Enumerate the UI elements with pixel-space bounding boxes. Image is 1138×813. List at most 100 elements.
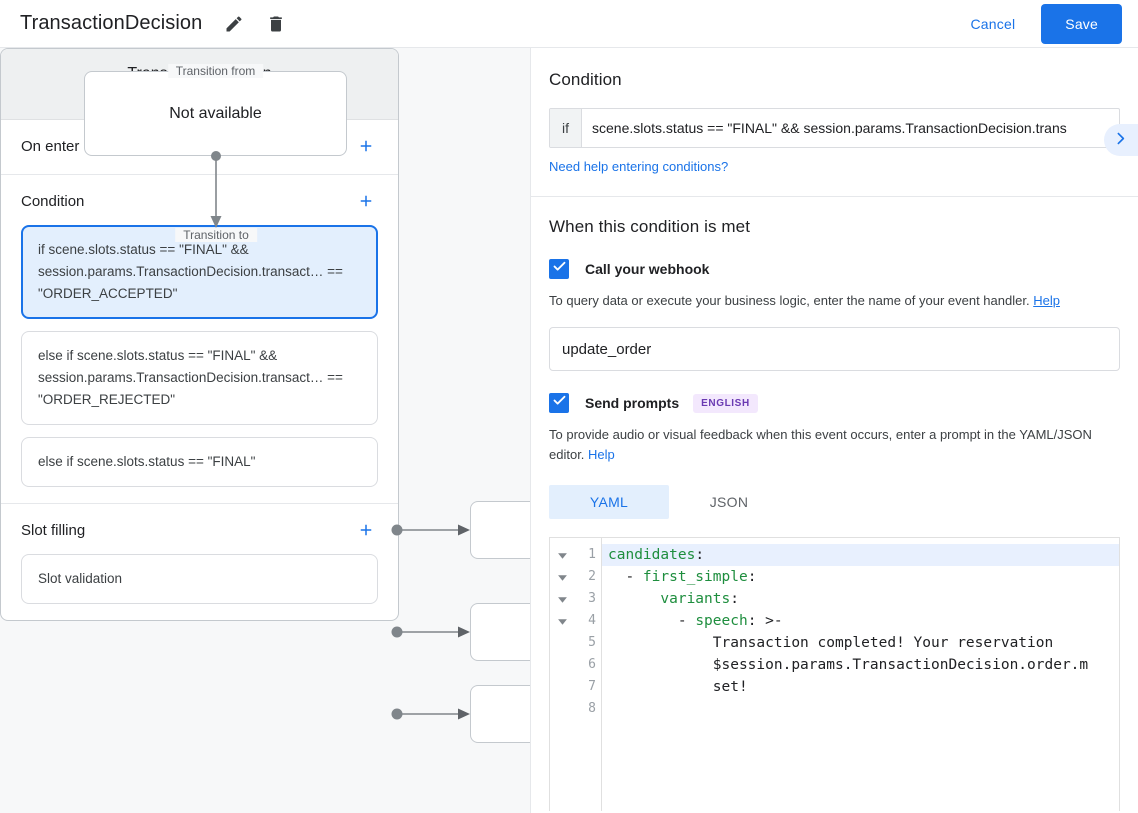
page-title: TransactionDecision bbox=[20, 12, 203, 34]
line-number: 6 bbox=[588, 657, 596, 672]
transition-from-legend: Transition from bbox=[167, 64, 264, 78]
code-token: : >- bbox=[747, 613, 783, 629]
webhook-description: To query data or execute your business l… bbox=[549, 291, 1115, 311]
tab-json[interactable]: JSON bbox=[709, 494, 749, 510]
line-number: 8 bbox=[588, 701, 596, 716]
fold-spacer bbox=[550, 698, 574, 720]
branch-target-0[interactable] bbox=[470, 501, 530, 559]
add-slot-filling-button[interactable] bbox=[354, 518, 378, 542]
panel-when-met-section: When this condition is met Call your web… bbox=[531, 197, 1138, 813]
prompts-description: To provide audio or visual feedback when… bbox=[549, 425, 1115, 465]
slot-validation-item[interactable]: Slot validation bbox=[21, 554, 378, 604]
panel-collapse-button[interactable] bbox=[1104, 124, 1138, 156]
edit-button[interactable] bbox=[218, 8, 250, 40]
editor-code-area[interactable]: candidates: - first_simple: variants: - … bbox=[602, 538, 1119, 811]
line-number: 7 bbox=[588, 679, 596, 694]
code-token: : bbox=[695, 547, 705, 563]
code-token: variants bbox=[660, 591, 731, 607]
line-number: 2 bbox=[588, 569, 596, 584]
code-line[interactable]: variants: bbox=[602, 588, 1119, 610]
section-condition: Condition if scene.slots.status == "FINA… bbox=[1, 175, 398, 504]
prompts-label: Send prompts bbox=[585, 395, 680, 411]
branch-target-2[interactable] bbox=[470, 685, 530, 743]
fold-toggle-icon[interactable] bbox=[550, 610, 574, 632]
code-line[interactable]: - first_simple: bbox=[602, 566, 1119, 588]
add-on-enter-button[interactable] bbox=[354, 134, 378, 158]
check-icon bbox=[552, 393, 567, 413]
section-title-on-enter: On enter bbox=[21, 137, 80, 155]
editor-format-tabs: YAML JSON bbox=[549, 485, 1120, 519]
transition-from-title: Not available bbox=[169, 104, 262, 122]
condition-input[interactable] bbox=[582, 109, 1119, 147]
main-body: Transition from Not available Transition… bbox=[0, 48, 1138, 813]
webhook-description-text: To query data or execute your business l… bbox=[549, 293, 1030, 308]
section-title-condition: Condition bbox=[21, 192, 85, 210]
save-button[interactable]: Save bbox=[1041, 3, 1122, 44]
webhook-handler-field[interactable] bbox=[549, 327, 1120, 371]
scene-canvas[interactable]: Transition from Not available Transition… bbox=[0, 48, 531, 813]
condition-item-2[interactable]: else if scene.slots.status == "FINAL" bbox=[21, 437, 378, 487]
section-slot-filling: Slot filling Slot validation bbox=[1, 504, 398, 620]
condition-item-0[interactable]: if scene.slots.status == "FINAL" && sess… bbox=[21, 225, 378, 319]
code-token: speech bbox=[695, 613, 748, 629]
code-token: Transaction completed! Your reservation bbox=[608, 635, 1054, 651]
condition-if-label: if bbox=[550, 109, 582, 147]
code-line[interactable]: - speech: >- bbox=[602, 610, 1119, 632]
top-bar: TransactionDecision Cancel Save bbox=[0, 0, 1138, 48]
webhook-help-link[interactable]: Help bbox=[1033, 293, 1060, 308]
line-number: 4 bbox=[588, 613, 596, 628]
code-line[interactable]: $session.params.TransactionDecision.orde… bbox=[602, 654, 1119, 676]
plus-icon bbox=[357, 137, 375, 155]
prompts-description-text: To provide audio or visual feedback when… bbox=[549, 427, 1092, 462]
panel-condition-header: Condition bbox=[549, 70, 1120, 90]
fold-toggle-icon[interactable] bbox=[550, 566, 574, 588]
details-panel: Condition if Need help entering conditio… bbox=[531, 48, 1138, 813]
chevron-right-icon bbox=[1112, 130, 1129, 150]
code-token: - bbox=[608, 613, 696, 629]
prompts-checkbox-row[interactable]: Send prompts ENGLISH bbox=[549, 393, 1120, 413]
transition-from-node[interactable]: Transition from Not available bbox=[84, 64, 347, 156]
panel-condition-heading: Condition bbox=[549, 70, 622, 89]
when-met-heading: When this condition is met bbox=[549, 217, 751, 236]
branch-target-1[interactable] bbox=[470, 603, 530, 661]
webhook-checkbox-row[interactable]: Call your webhook bbox=[549, 259, 1120, 279]
condition-input-row[interactable]: if bbox=[549, 108, 1120, 148]
code-token: : bbox=[747, 569, 757, 585]
tab-yaml[interactable]: YAML bbox=[549, 485, 669, 519]
code-line[interactable]: Transaction completed! Your reservation bbox=[602, 632, 1119, 654]
panel-condition-section: Condition if Need help entering conditio… bbox=[531, 48, 1138, 197]
section-title-slot-filling: Slot filling bbox=[21, 521, 86, 539]
delete-button[interactable] bbox=[260, 8, 292, 40]
code-line[interactable]: set! bbox=[602, 676, 1119, 698]
code-line[interactable]: candidates: bbox=[602, 544, 1119, 566]
prompts-help-link[interactable]: Help bbox=[588, 447, 615, 462]
fold-spacer bbox=[550, 676, 574, 698]
line-number: 1 bbox=[588, 547, 596, 562]
section-head-on-enter: On enter bbox=[21, 134, 378, 158]
line-number: 3 bbox=[588, 591, 596, 606]
fold-toggle-icon[interactable] bbox=[550, 588, 574, 610]
condition-item-1[interactable]: else if scene.slots.status == "FINAL" &&… bbox=[21, 331, 378, 425]
code-line[interactable] bbox=[602, 698, 1119, 720]
cancel-button[interactable]: Cancel bbox=[959, 8, 1028, 40]
fold-spacer bbox=[550, 632, 574, 654]
condition-help-link[interactable]: Need help entering conditions? bbox=[549, 159, 729, 174]
webhook-label: Call your webhook bbox=[585, 261, 710, 277]
check-icon bbox=[552, 259, 567, 279]
webhook-checkbox[interactable] bbox=[549, 259, 569, 279]
plus-icon bbox=[357, 521, 375, 539]
fold-spacer bbox=[550, 654, 574, 676]
code-token: set! bbox=[608, 679, 748, 695]
code-token: first_simple bbox=[642, 569, 748, 585]
editor-fold-column bbox=[550, 538, 574, 811]
webhook-handler-input[interactable] bbox=[562, 340, 670, 358]
add-condition-button[interactable] bbox=[354, 189, 378, 213]
code-token: - bbox=[608, 569, 643, 585]
code-token bbox=[608, 591, 660, 607]
plus-icon bbox=[357, 192, 375, 210]
fold-toggle-icon[interactable] bbox=[550, 544, 574, 566]
prompts-checkbox[interactable] bbox=[549, 393, 569, 413]
transition-to-legend: Transition to bbox=[175, 228, 257, 242]
